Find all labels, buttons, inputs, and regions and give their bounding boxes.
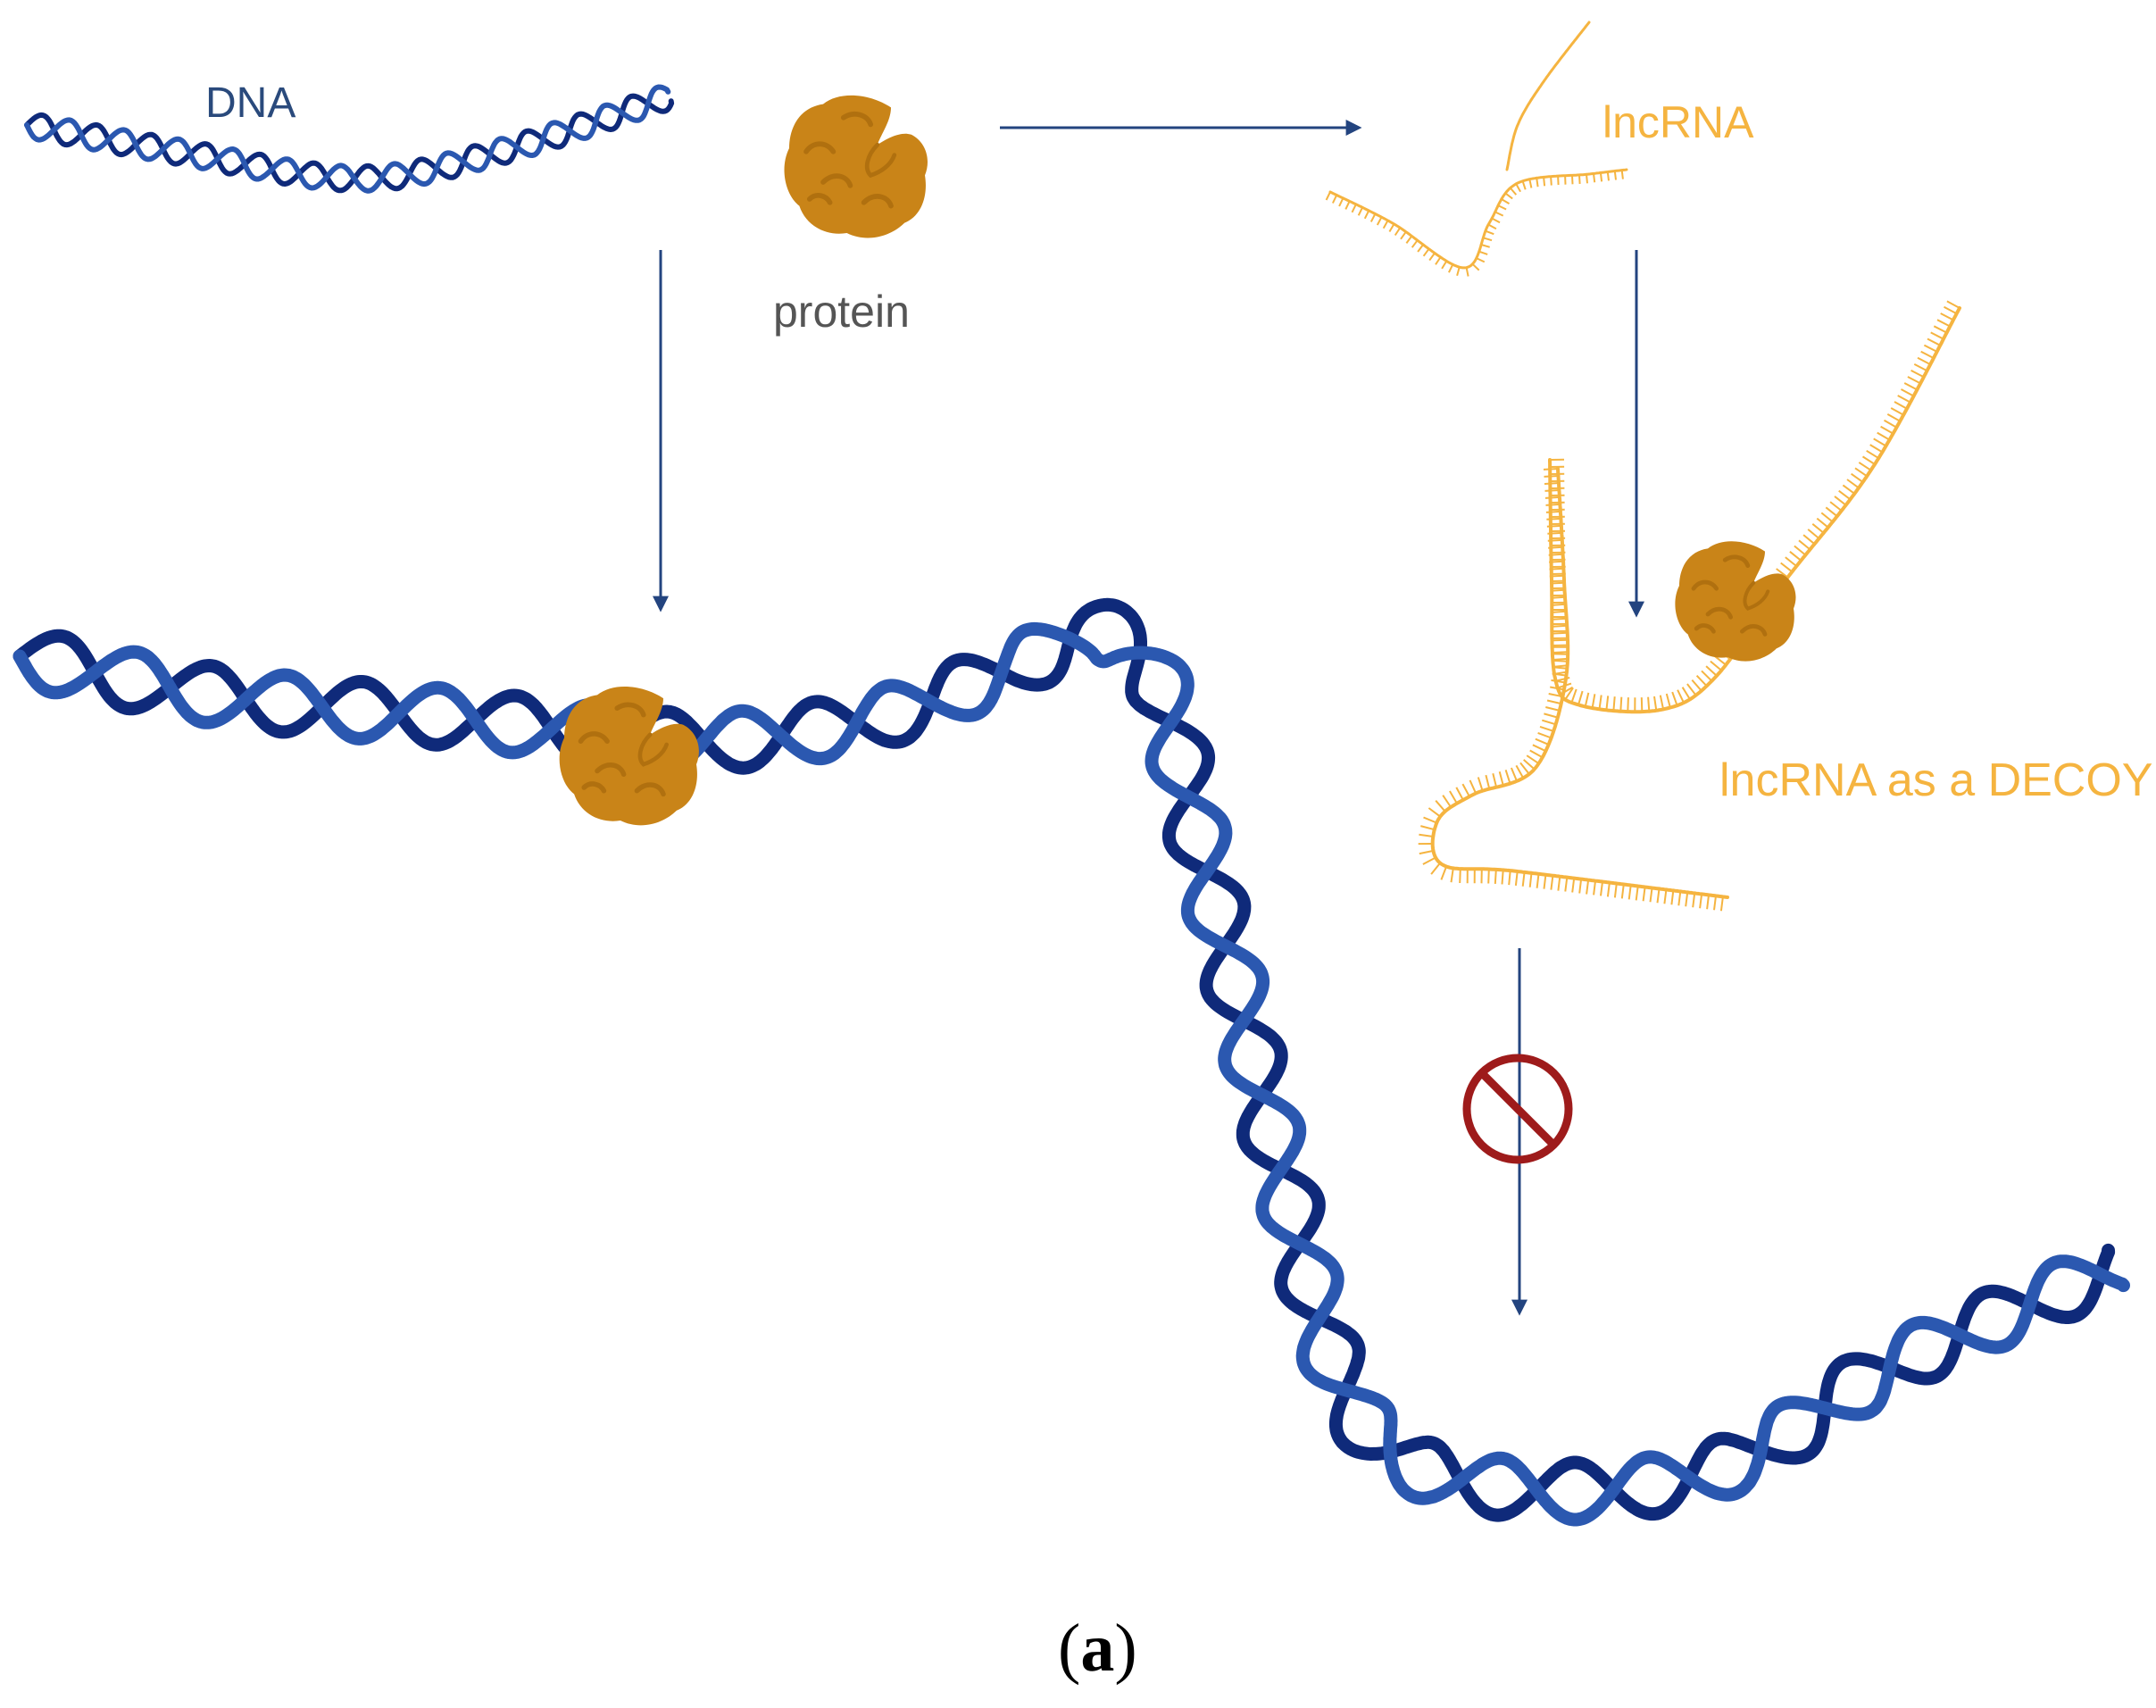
caption-close: ) [1114, 1611, 1137, 1686]
protein-icon [784, 95, 928, 238]
protein-icon [559, 686, 699, 826]
dna-large-helix [12, 597, 2130, 1527]
protein-label: protein [773, 287, 910, 337]
lncrna-decoy [1418, 300, 1961, 912]
decoy-label: lncRNA as a DECOY [1719, 754, 2153, 806]
figure-caption: (a) [1058, 1614, 1137, 1682]
protein-icon [1675, 541, 1796, 662]
lncrna-label: lncRNA [1602, 97, 1754, 147]
prohibit-icon [1462, 1054, 1573, 1164]
caption-letter: a [1080, 1611, 1115, 1686]
dna-small-helix [24, 84, 675, 194]
dna-label: DNA [205, 79, 296, 127]
lncrna-small [1325, 21, 1628, 277]
caption-open: ( [1058, 1611, 1081, 1686]
